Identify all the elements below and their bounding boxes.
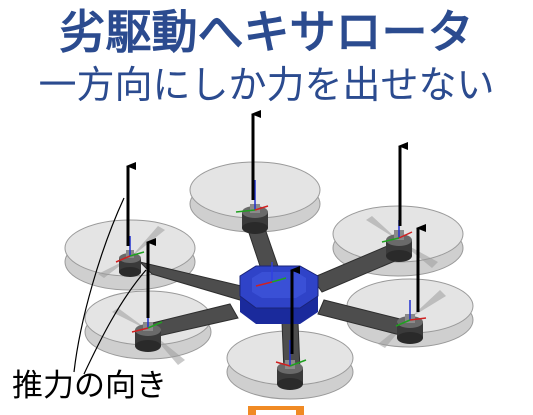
center-body [239,265,319,324]
thrust-direction-label: 推力の向き [12,368,167,404]
motors [119,204,423,390]
annotation-leader-lines [73,197,147,375]
slide-title: 劣駆動へキサロータ [59,5,474,59]
motor-back-left [119,250,141,277]
thrust-arrows [126,110,426,354]
slide-subtitle: 一方向にしか力を出せない [38,63,495,107]
